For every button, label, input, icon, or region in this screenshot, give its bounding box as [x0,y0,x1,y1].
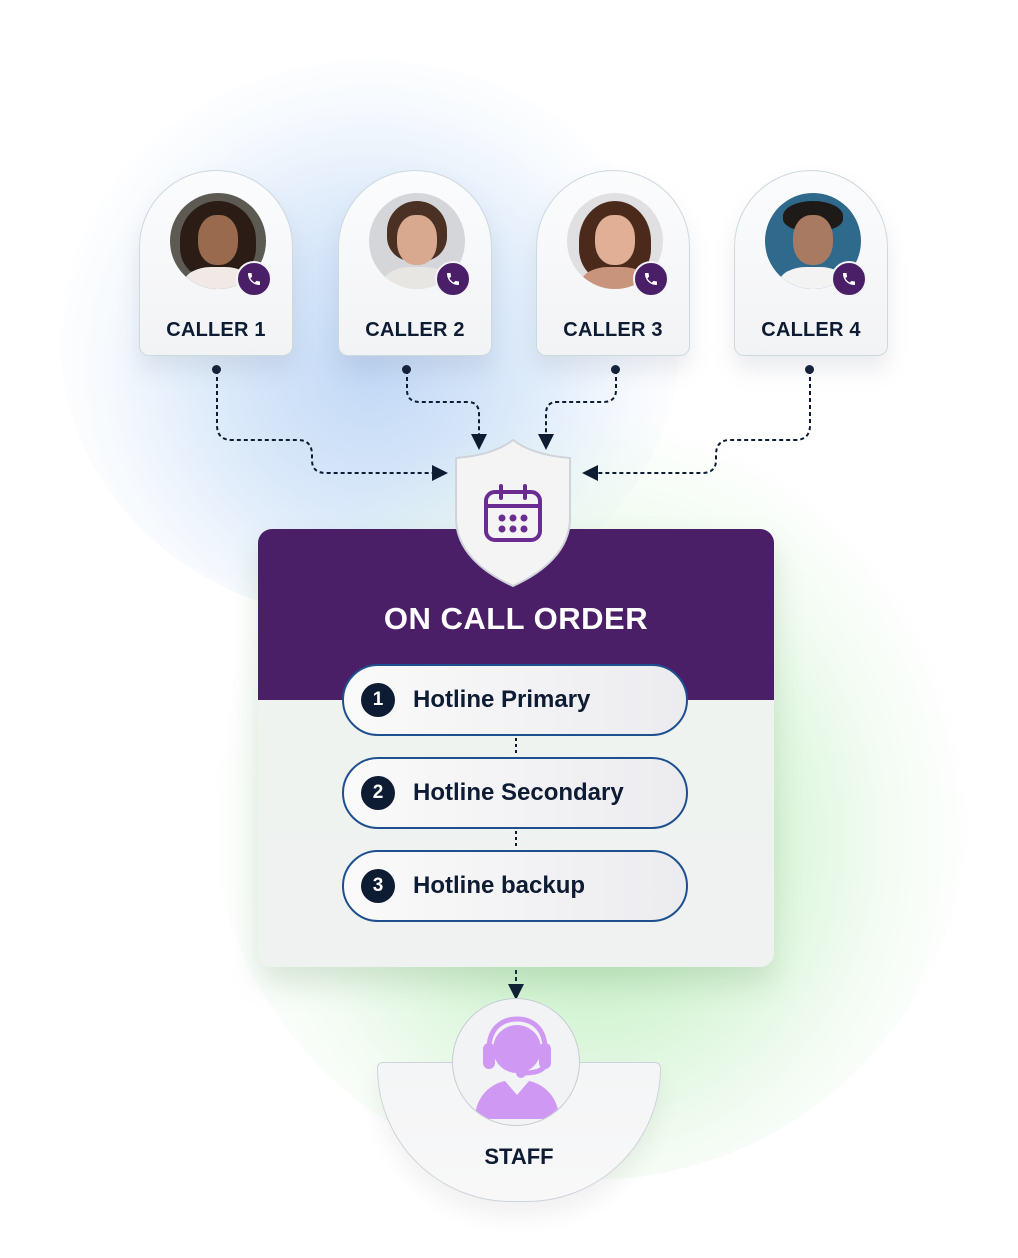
caller-label: CALLER 3 [563,319,663,341]
phone-icon [633,261,669,297]
caller-label: CALLER 4 [761,319,861,341]
step-number-badge: 3 [361,869,395,903]
caller-3-avatar [567,193,663,289]
caller-1-avatar [170,193,266,289]
staff-avatar [452,998,580,1126]
caller-label: CALLER 2 [365,319,465,341]
step-number-badge: 1 [361,683,395,717]
phone-icon [435,261,471,297]
caller-card-4[interactable]: CALLER 4 [734,170,888,356]
step-label: Hotline backup [413,872,586,899]
caller-card-3[interactable]: CALLER 3 [536,170,690,356]
headset-agent-icon [475,1016,559,1119]
caller-4-connector-dot [805,365,814,374]
step-number-badge: 2 [361,776,395,810]
caller-label: CALLER 1 [166,319,266,341]
step-label: Hotline Secondary [413,779,624,806]
card-title: ON CALL ORDER [383,601,649,636]
step-hotline-secondary[interactable]: 2 Hotline Secondary [342,757,688,829]
caller-card-2[interactable]: CALLER 2 [338,170,492,356]
staff-label: STAFF [484,1144,554,1169]
caller-1-connector-dot [212,365,221,374]
shield-calendar-icon [455,438,571,588]
step-hotline-primary[interactable]: 1 Hotline Primary [342,664,688,736]
caller-card-1[interactable]: CALLER 1 [139,170,293,356]
caller-2-connector-dot [402,365,411,374]
step-label: Hotline Primary [413,686,591,713]
phone-icon [236,261,272,297]
caller-3-connector-dot [611,365,620,374]
step-hotline-backup[interactable]: 3 Hotline backup [342,850,688,922]
phone-icon [831,261,867,297]
